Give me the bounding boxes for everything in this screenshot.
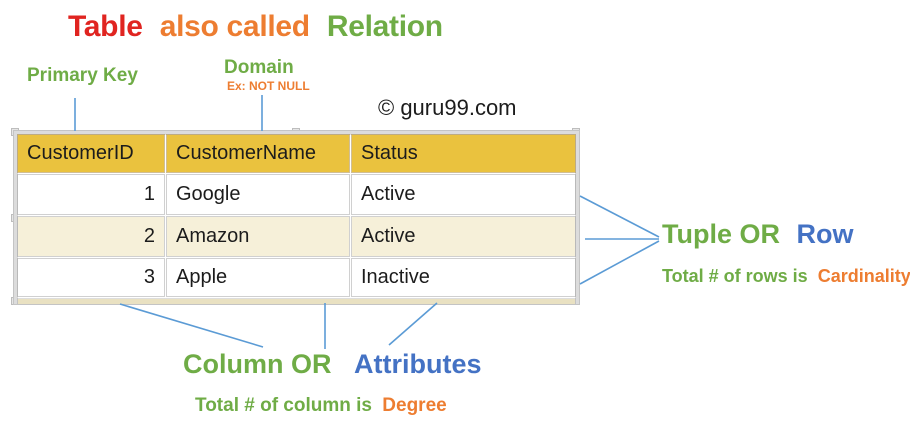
tuple-row-annotation: Tuple OR Row — [662, 219, 854, 250]
title-word-table: Table — [68, 10, 143, 43]
cell-row2-customername: Amazon — [167, 217, 349, 256]
customer-table-grid: CustomerID CustomerName Status 1 Google … — [18, 135, 575, 304]
title-word-relation: Relation — [326, 10, 443, 43]
row-text: Row — [796, 219, 854, 249]
header-cell-customername: CustomerName — [167, 135, 349, 172]
cell-row2-customerid: 2 — [18, 217, 164, 256]
degree-note-prefix: Total # of column is — [195, 395, 372, 416]
attributes-text: Attributes — [354, 349, 482, 379]
page-title: Table also called Relation — [68, 10, 443, 44]
table-bottom-strip — [18, 299, 575, 304]
cell-row3-status: Inactive — [352, 259, 575, 296]
cell-row3-customerid: 3 — [18, 259, 164, 296]
guru99-watermark: © guru99.com — [378, 95, 517, 120]
domain-example-label: Ex: NOT NULL — [227, 79, 310, 93]
domain-label: Domain — [224, 57, 294, 78]
title-word-also-called: also called — [159, 10, 310, 43]
primary-key-label: Primary Key — [27, 65, 138, 86]
cardinality-term: Cardinality — [817, 266, 910, 286]
cell-row3-customername: Apple — [167, 259, 349, 296]
degree-term: Degree — [382, 395, 447, 416]
row1-connector-line — [579, 195, 660, 238]
cell-row1-status: Active — [352, 175, 575, 214]
cardinality-note-prefix: Total # of rows is — [662, 266, 808, 286]
column-attributes-annotation: Column OR Attributes — [183, 349, 482, 380]
column1-connector-line — [119, 303, 264, 348]
cardinality-note: Total # of rows is Cardinality — [662, 266, 910, 287]
row3-connector-line — [579, 240, 660, 285]
cell-row2-status: Active — [352, 217, 575, 256]
cell-row1-customerid: 1 — [18, 175, 164, 214]
header-cell-customerid: CustomerID — [18, 135, 164, 172]
tuple-or-text: Tuple OR — [662, 219, 780, 249]
header-cell-status: Status — [352, 135, 575, 172]
degree-note: Total # of column is Degree — [195, 395, 447, 417]
column3-connector-line — [388, 302, 438, 346]
column-or-text: Column OR — [183, 349, 332, 379]
cell-row1-customername: Google — [167, 175, 349, 214]
customer-table: CustomerID CustomerName Status 1 Google … — [13, 130, 580, 305]
